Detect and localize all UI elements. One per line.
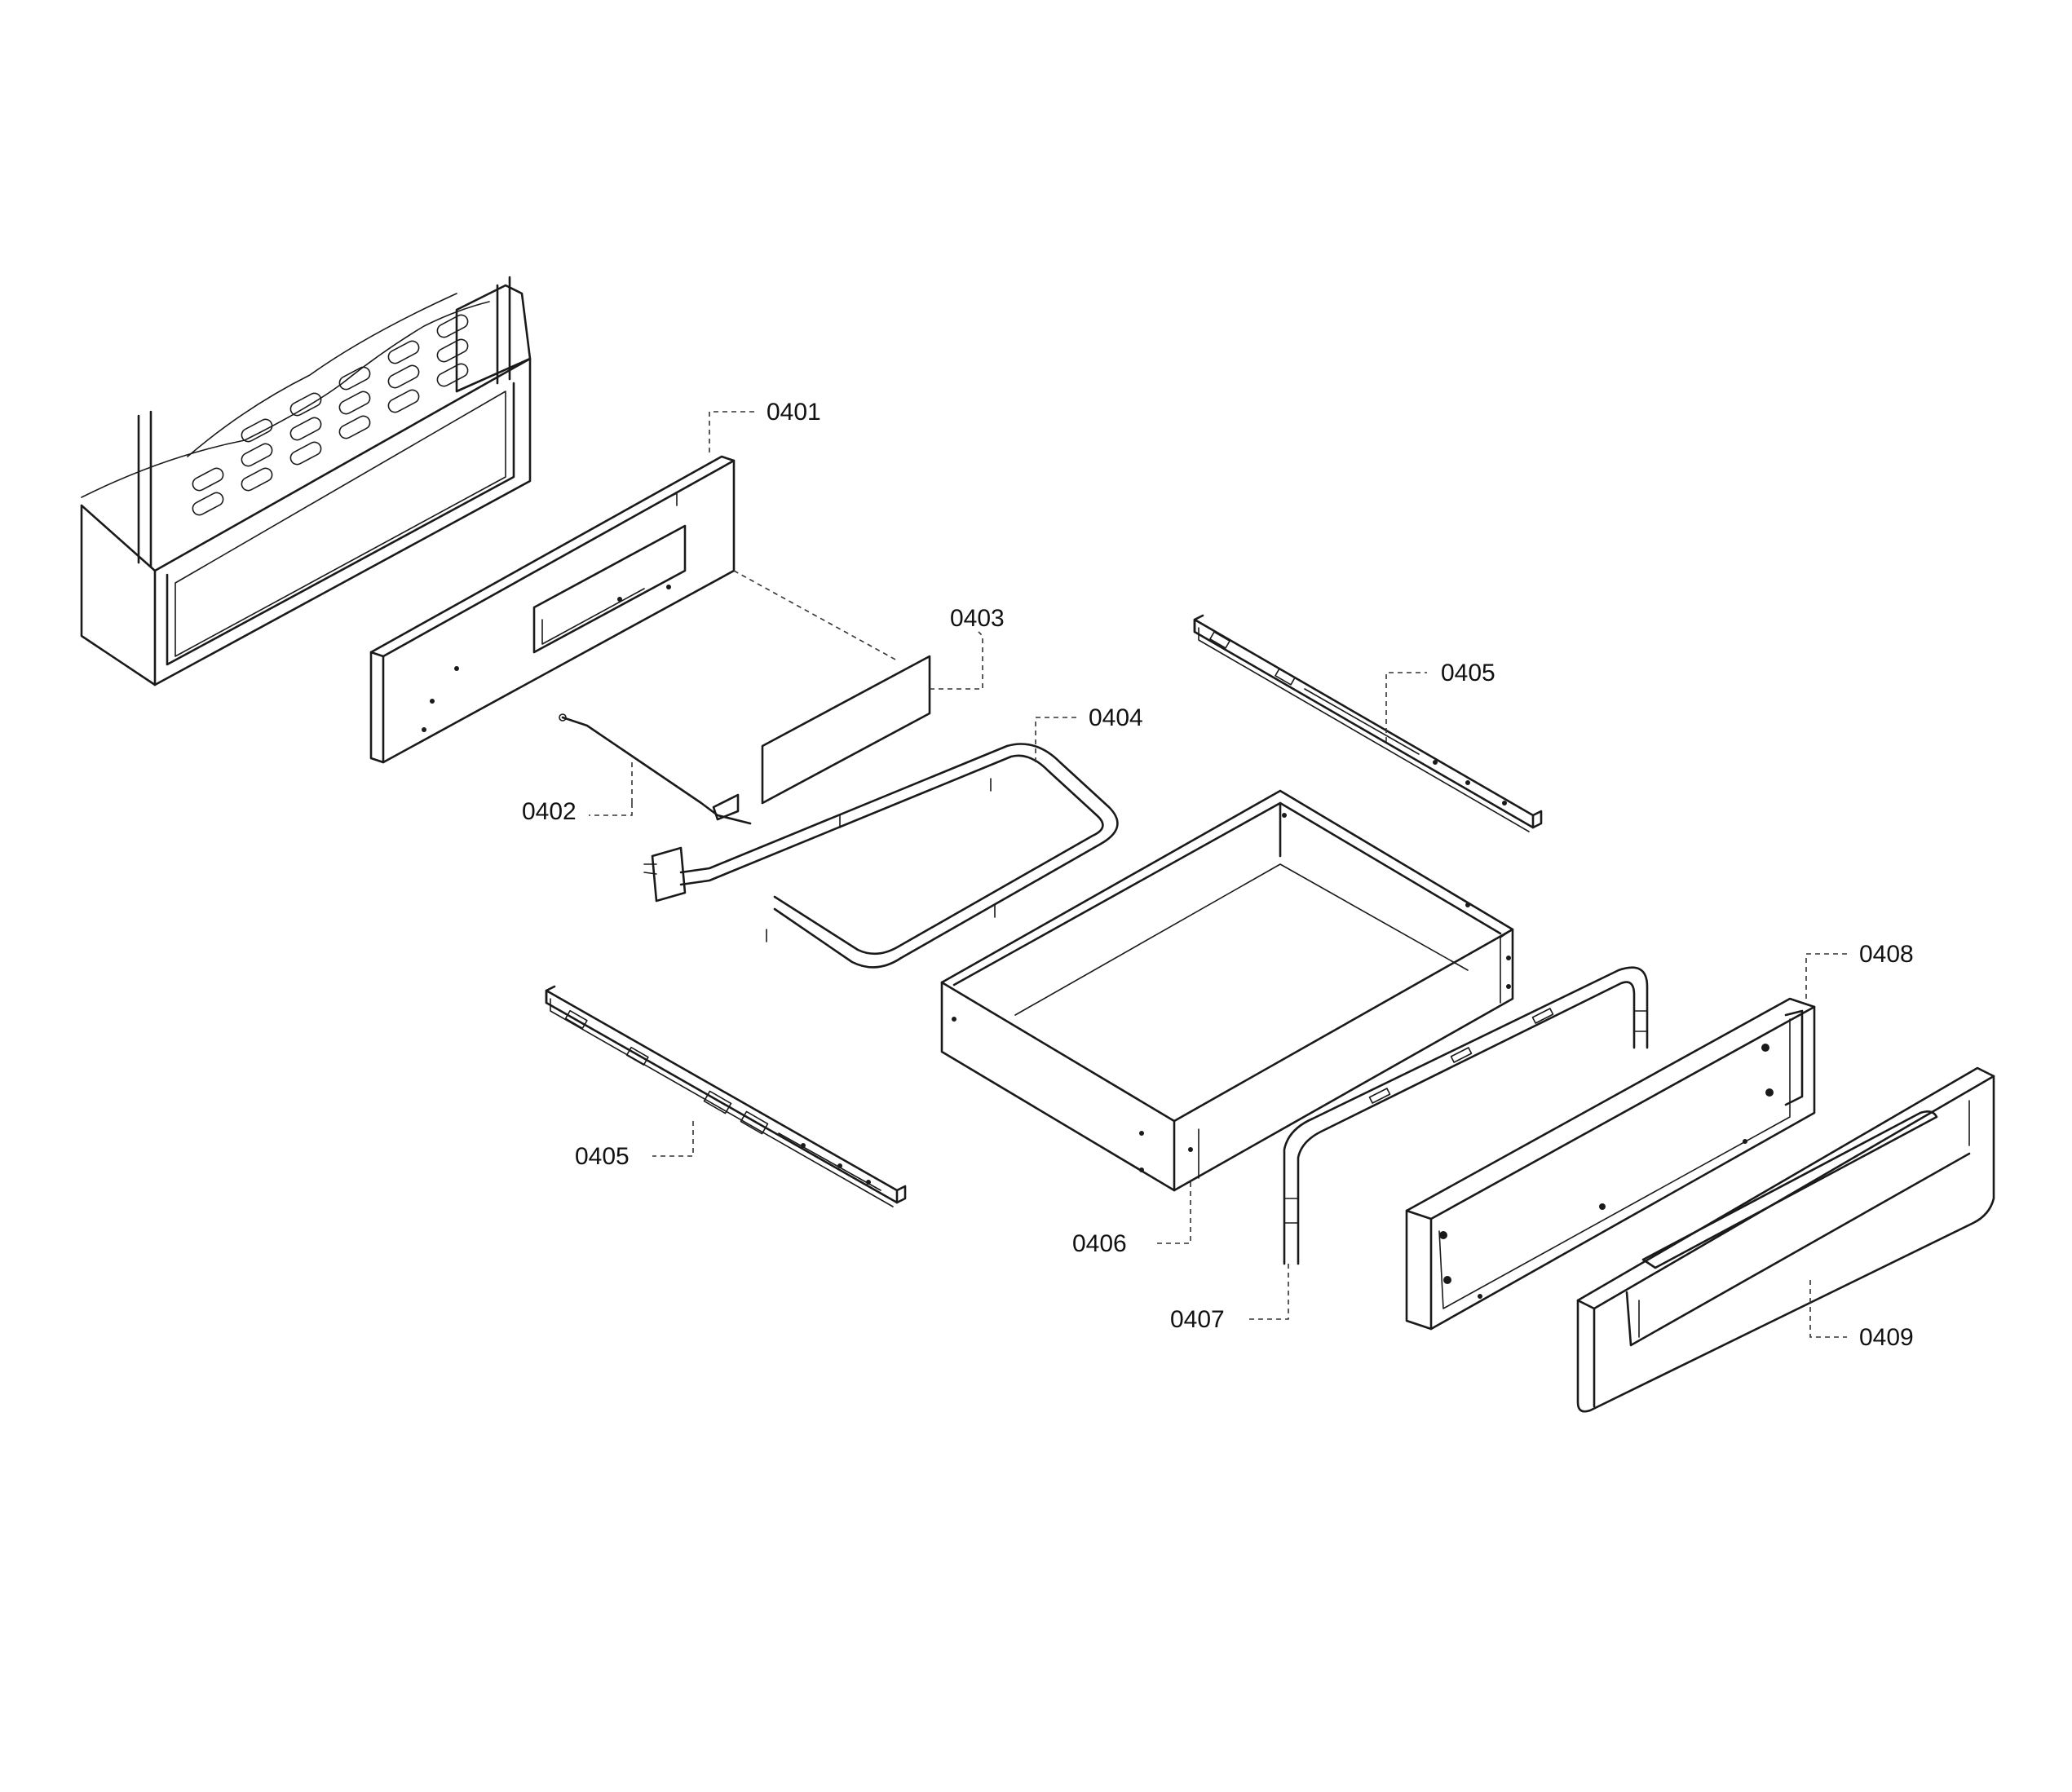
part-0403-cover-panel bbox=[733, 570, 931, 805]
part-0401-back-panel bbox=[369, 455, 736, 764]
leader-0403 bbox=[930, 631, 983, 690]
leader-0401 bbox=[709, 411, 754, 452]
part-0406-drawer-box bbox=[940, 789, 1514, 1192]
callout-0406: 0406 bbox=[1072, 1230, 1127, 1257]
leader-0409 bbox=[1809, 1280, 1847, 1338]
part-0407-gasket bbox=[1283, 966, 1649, 1265]
part-0404-heating-element bbox=[643, 743, 1119, 969]
oven-frame-context bbox=[80, 276, 532, 686]
leader-0405a bbox=[1385, 672, 1427, 742]
leader-0407 bbox=[1248, 1264, 1289, 1320]
leader-0402 bbox=[589, 803, 633, 816]
callout-0405-upper: 0405 bbox=[1441, 660, 1495, 686]
callout-0407: 0407 bbox=[1170, 1306, 1225, 1333]
leader-0408 bbox=[1805, 953, 1847, 999]
callout-0402: 0402 bbox=[522, 798, 577, 825]
callout-0403: 0403 bbox=[950, 605, 1005, 632]
callout-0408: 0408 bbox=[1859, 941, 1914, 968]
part-0409-door-front bbox=[1576, 1066, 1995, 1413]
callout-0405-lower: 0405 bbox=[575, 1143, 630, 1170]
callout-0409: 0409 bbox=[1859, 1324, 1914, 1351]
part-0405-rail-left bbox=[545, 985, 907, 1207]
part-0405-rail-right bbox=[1193, 614, 1543, 832]
part-0402-sensor bbox=[559, 713, 752, 825]
leader-0405b bbox=[652, 1121, 694, 1157]
callout-0401: 0401 bbox=[767, 399, 821, 426]
leader-lines bbox=[589, 411, 1847, 1338]
leader-0404 bbox=[1035, 717, 1076, 762]
part-0408-inner-door bbox=[1405, 997, 1816, 1331]
callout-labels: 0401 0402 0403 0404 0405 0405 0406 0407 … bbox=[522, 399, 1914, 1351]
callout-0404: 0404 bbox=[1089, 704, 1143, 731]
leader-0406 bbox=[1154, 1182, 1191, 1244]
